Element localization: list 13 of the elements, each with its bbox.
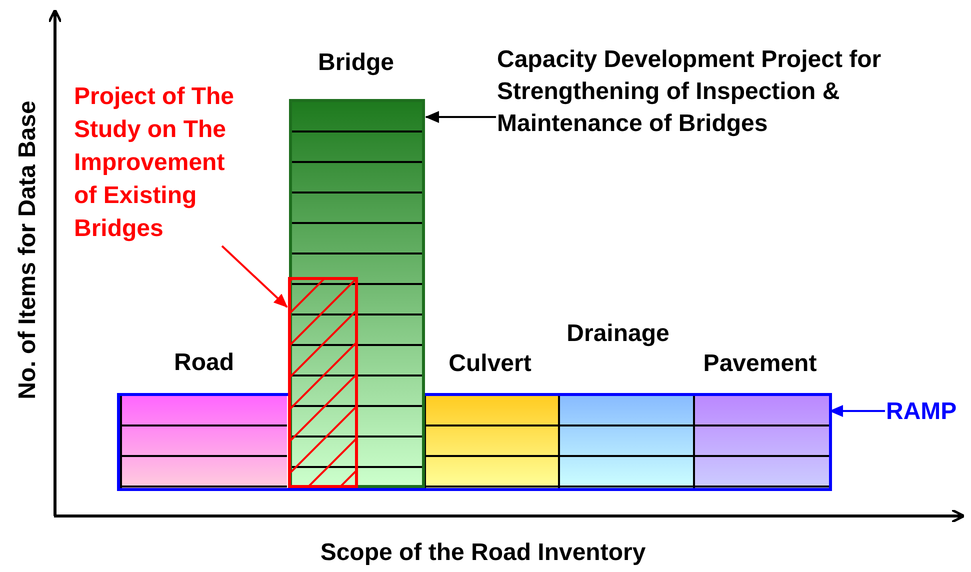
study-project-label: Project of The Study on The Improvement of Existing Bridges <box>74 80 244 245</box>
segment-heading: Road <box>174 349 234 377</box>
capacity-project-label: Capacity Development Project for Strengthening of Inspection & Maintenance of Bridges <box>497 44 937 140</box>
y-axis-title: No. of Items for Data Base <box>14 100 42 400</box>
arrow <box>425 111 496 123</box>
x-axis-title: Scope of the Road Inventory <box>320 539 646 567</box>
segment-heading: Culvert <box>448 350 532 378</box>
segment-heading: Bridge <box>318 49 394 77</box>
segment-heading: Pavement <box>703 350 817 378</box>
segment-heading: Drainage <box>566 320 670 348</box>
arrow <box>221 245 288 308</box>
arrow <box>829 405 885 417</box>
ramp-label: RAMP <box>886 395 966 428</box>
